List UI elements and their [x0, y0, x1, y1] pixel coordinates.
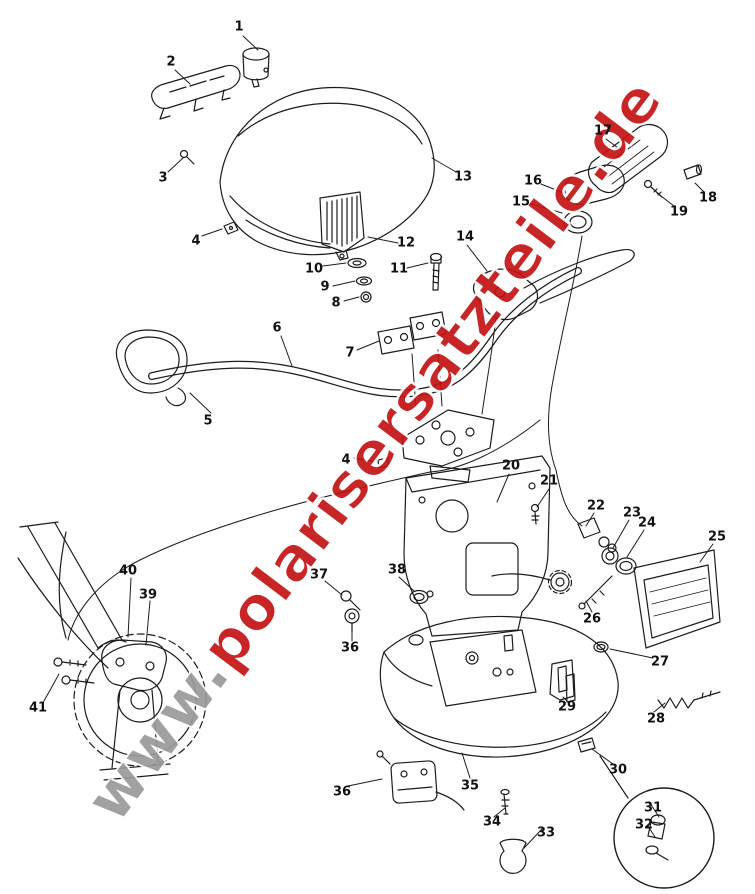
handlebar-grip — [587, 123, 669, 194]
grip-screws — [643, 164, 703, 198]
callout-18: 18 — [698, 190, 718, 206]
throttle-block — [563, 164, 625, 234]
callout-19: 19 — [669, 204, 689, 220]
clip-30 — [577, 737, 596, 753]
hose-clamp — [499, 838, 527, 874]
adjuster-wheel — [491, 569, 613, 610]
callout-41: 41 — [28, 700, 48, 716]
callout-13: 13 — [453, 169, 473, 185]
callout-37: 37 — [309, 567, 329, 583]
callout-23: 23 — [622, 505, 642, 521]
callout-14: 14 — [455, 229, 475, 245]
mirror-left — [115, 329, 188, 407]
brake-lever — [472, 249, 635, 321]
callout-26: 26 — [582, 611, 602, 627]
callout-35: 35 — [460, 778, 480, 794]
switch-block — [376, 750, 465, 811]
callout-9: 9 — [320, 279, 330, 295]
callout-32: 32 — [634, 817, 654, 833]
callout-22: 22 — [586, 498, 606, 514]
callout-2: 2 — [166, 54, 176, 70]
lower-housing — [379, 615, 619, 758]
screw-34 — [500, 788, 510, 815]
callout-4-upper: 4 — [191, 233, 201, 249]
callout-6: 6 — [272, 320, 282, 336]
callout-3: 3 — [158, 170, 168, 186]
spring-screw — [657, 690, 721, 709]
callout-34: 34 — [482, 814, 502, 830]
callout-4-mid: 4 — [341, 452, 351, 468]
bar-clamps — [377, 311, 447, 409]
slot-bracket — [549, 659, 575, 701]
harness-connector — [577, 517, 617, 553]
callout-8: 8 — [331, 295, 341, 311]
vent-bracket — [319, 191, 365, 261]
callout-29: 29 — [557, 699, 577, 715]
callout-36-bottom: 36 — [332, 784, 352, 800]
callout-30: 30 — [608, 762, 628, 778]
handlebar — [148, 267, 582, 398]
screw-3 — [179, 149, 195, 165]
clip-4-upper — [223, 221, 239, 235]
leader-lines — [43, 35, 714, 849]
ignition-switch — [242, 47, 270, 88]
console-pod — [219, 86, 435, 256]
detail-circle — [599, 755, 715, 889]
dash-trim-strip — [151, 64, 241, 120]
o-ring — [593, 641, 609, 653]
callout-21: 21 — [539, 473, 559, 489]
bolt-11 — [429, 252, 443, 291]
callout-1: 1 — [234, 19, 244, 35]
callout-10: 10 — [304, 261, 324, 277]
callout-27: 27 — [650, 654, 670, 670]
support-bracket — [403, 455, 551, 637]
caliper-bracket — [101, 639, 167, 692]
frame-bolts — [53, 657, 95, 685]
callout-17: 17 — [593, 123, 613, 139]
callout-33: 33 — [536, 825, 556, 841]
callout-36-mid: 36 — [340, 640, 360, 656]
callout-40: 40 — [118, 563, 138, 579]
callout-24: 24 — [637, 515, 657, 531]
bulb-socket — [601, 547, 637, 575]
callout-28: 28 — [646, 711, 666, 727]
headlight — [633, 549, 721, 649]
callout-38: 38 — [387, 562, 407, 578]
callout-31: 31 — [643, 800, 663, 816]
callout-25: 25 — [707, 529, 727, 545]
callout-7: 7 — [345, 345, 355, 361]
washer-stack — [347, 257, 373, 303]
callout-5: 5 — [203, 413, 213, 429]
drive-disc — [73, 633, 207, 767]
callout-12: 12 — [396, 235, 416, 251]
callout-20: 20 — [501, 458, 521, 474]
callout-11: 11 — [389, 261, 409, 277]
callout-15: 15 — [511, 194, 531, 210]
frame-left — [17, 521, 171, 781]
callout-16: 16 — [523, 173, 543, 189]
screw-21 — [530, 503, 540, 525]
cables — [67, 235, 583, 641]
callout-39: 39 — [138, 587, 158, 603]
